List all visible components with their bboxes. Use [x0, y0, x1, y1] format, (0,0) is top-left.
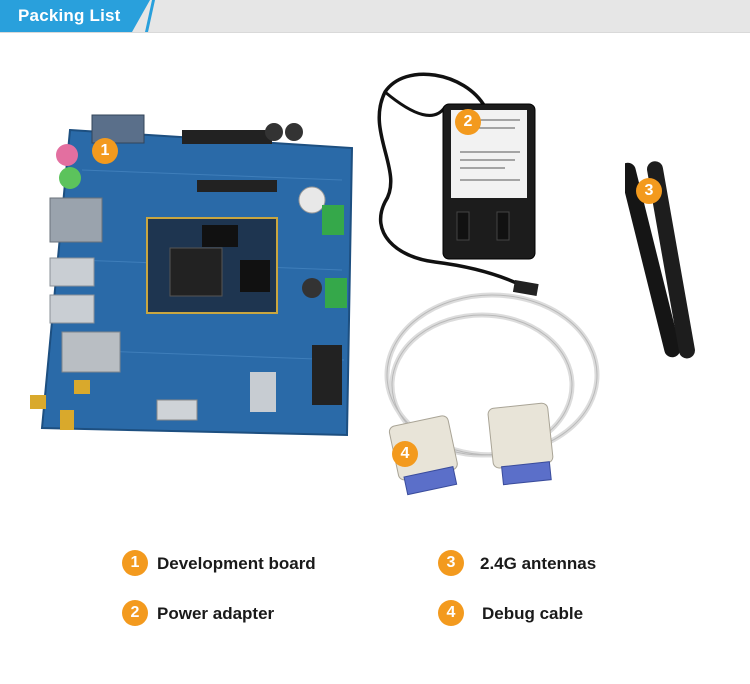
photo-badge-3: 3 — [636, 178, 662, 204]
debug-cable-image — [384, 292, 600, 496]
header-stripe — [145, 0, 155, 32]
header-bar: Packing List — [0, 0, 750, 33]
legend-badge-2: 2 — [122, 600, 148, 626]
antennas-image — [625, 161, 695, 359]
header-tab — [0, 0, 150, 32]
legend-badge-3: 3 — [438, 550, 464, 576]
development-board-image — [30, 114, 354, 437]
legend-label-antennas: 2.4G antennas — [480, 554, 597, 573]
legend-badge-1: 1 — [122, 550, 148, 576]
page-title: Packing List — [18, 6, 121, 25]
legend-label-power-adapter: Power adapter — [157, 604, 275, 623]
photo-badge-4: 4 — [392, 441, 418, 467]
legend-label-debug-cable: Debug cable — [482, 604, 584, 623]
photo-badge-1: 1 — [92, 138, 118, 164]
power-adapter-image — [377, 72, 539, 296]
photo-badge-2: 2 — [455, 109, 481, 135]
legend-label-development-board: Development board — [157, 554, 316, 573]
legend-badge-4: 4 — [438, 600, 464, 626]
